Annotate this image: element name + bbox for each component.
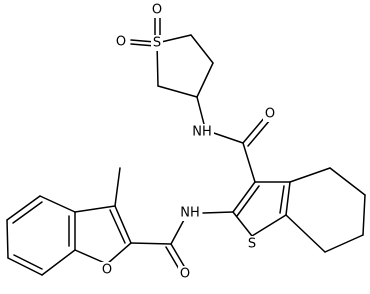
atom-label-sulfone-o-left: O bbox=[116, 35, 126, 50]
bond-bz-c5-c6 bbox=[6, 219, 9, 259]
bond-bz-c4-c5-a bbox=[6, 195, 41, 221]
bond-c3a-c4 bbox=[289, 167, 331, 183]
bond-c5-c6-ring bbox=[362, 194, 366, 236]
bond-c4-c5 bbox=[157, 85, 198, 98]
bond-lower-carbonyl-o-b bbox=[165, 246, 180, 270]
bond-carbonyl-o-b bbox=[247, 119, 271, 147]
bond-c4-nh bbox=[196, 96, 206, 129]
bond-lower-carbonyl-c2 bbox=[130, 242, 172, 245]
bond-s-c7a bbox=[251, 214, 287, 237]
bond-bz-c4-c5-b bbox=[12, 201, 43, 224]
bond-bz-c3a-c4 bbox=[39, 195, 76, 213]
bond-c7-c7a bbox=[285, 214, 326, 253]
atom-label-thiophene-s: S bbox=[248, 237, 256, 252]
bond-c2-c3 bbox=[190, 34, 214, 64]
bond-lower-carbonyl-o-a bbox=[170, 243, 185, 267]
bond-bf-o-c2 bbox=[106, 242, 132, 265]
atom-label-amide-o-bottom: O bbox=[180, 267, 190, 282]
bond-c3-c2-double-b bbox=[236, 185, 260, 217]
bond-bf-c3-c3a bbox=[74, 205, 116, 213]
atom-label-sulfone-o-top: O bbox=[152, 3, 162, 18]
bond-c6-c7-ring bbox=[324, 234, 364, 253]
bond-c2-s bbox=[232, 211, 253, 237]
bond-nh-carbonyl-lower bbox=[170, 217, 186, 245]
bond-c3-c4 bbox=[196, 62, 214, 98]
atom-label-amide-o-right: O bbox=[265, 107, 275, 122]
bond-c4-c5-ring bbox=[329, 167, 366, 196]
bond-c7a-c3a-a bbox=[285, 181, 291, 216]
bond-bz-c7-c7a bbox=[41, 249, 76, 276]
bond-c7a-c3a-b bbox=[279, 185, 285, 214]
bond-c3-c2-double-a bbox=[232, 181, 256, 213]
bond-carbonyl-o-a bbox=[242, 116, 266, 144]
bond-bf-c2-c3-b bbox=[109, 209, 126, 244]
bond-carbonyl-c3 bbox=[242, 142, 256, 183]
atom-label-amide-nh-top: NH bbox=[192, 125, 212, 140]
bond-c2-nh-middle bbox=[202, 211, 234, 214]
atom-label-furan-o: O bbox=[102, 263, 112, 278]
bond-bz-c6-c7-b bbox=[13, 254, 43, 270]
atom-label-amide-nh-middle: NH bbox=[180, 206, 200, 221]
bond-bf-methyl bbox=[114, 167, 121, 207]
bond-bf-c2-c3-a bbox=[114, 205, 132, 244]
bond-bz-c6-c7-a bbox=[7, 257, 43, 276]
bond-bf-c7a-o bbox=[74, 249, 108, 265]
atom-label-sulfone-s: S bbox=[153, 36, 161, 51]
